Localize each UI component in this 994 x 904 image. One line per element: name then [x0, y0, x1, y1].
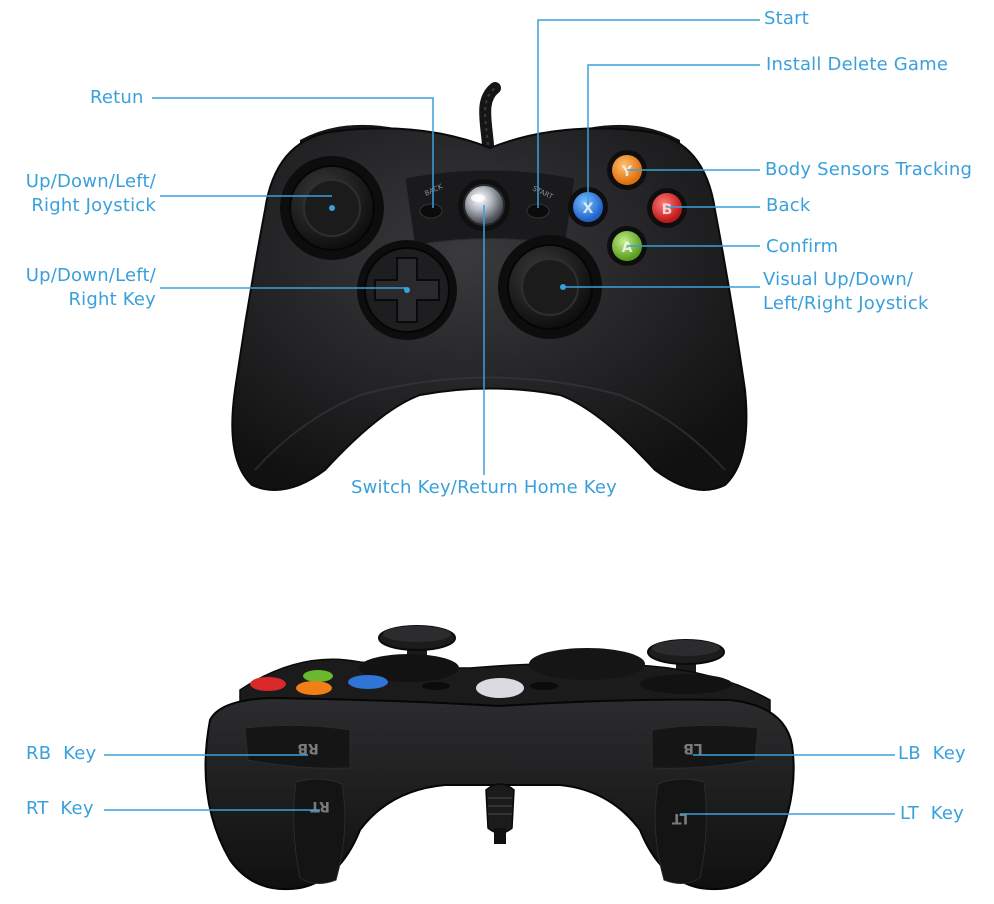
start-leader	[537, 19, 760, 208]
label-install-delete-game: Install Delete Game	[766, 54, 949, 75]
label-rt-key: RT Key	[26, 797, 94, 821]
label-dpad-line2: Right Key	[68, 289, 156, 310]
label-back: Back	[766, 195, 811, 216]
rb-emboss-text: RB	[297, 740, 318, 756]
controller-rear-body	[204, 696, 795, 891]
label-left-joystick: Up/Down/Left/ Right Joystick	[0, 170, 156, 218]
label-left-joystick-line1: Up/Down/Left/	[25, 171, 156, 192]
label-lt-key-text: LT Key	[900, 803, 965, 824]
label-lb-key-text: LB Key	[898, 743, 966, 764]
label-switch-home: Switch Key/Return Home Key	[350, 477, 618, 498]
label-visual-joystick-line2: Left/Right Joystick	[763, 293, 929, 314]
label-visual-joystick: Visual Up/Down/ Left/Right Joystick	[763, 268, 929, 316]
label-left-joystick-line2: Right Joystick	[31, 195, 156, 216]
label-confirm: Confirm	[766, 236, 839, 257]
b-button-text: B	[662, 202, 673, 218]
label-dpad: Up/Down/Left/ Right Key	[0, 264, 156, 312]
a-button-text: A	[622, 240, 633, 256]
label-rb-key-text: RB Key	[26, 743, 97, 764]
cable	[479, 82, 501, 151]
lt-emboss-text: LT	[671, 810, 688, 826]
label-visual-joystick-line1: Visual Up/Down/	[763, 269, 914, 290]
label-start: Start	[764, 8, 809, 29]
install-delete-game-leader	[587, 64, 760, 205]
rt-emboss-text: RT	[310, 798, 330, 814]
label-body-sensors-tracking: Body Sensors Tracking	[765, 159, 973, 180]
label-lb-key: LB Key	[898, 742, 966, 766]
retun-leader	[152, 97, 434, 208]
label-retun: Retun	[90, 87, 144, 108]
label-rt-key-text: RT Key	[26, 798, 94, 819]
label-lt-key: LT Key	[900, 802, 964, 826]
x-button-text: X	[583, 201, 594, 217]
lb-emboss-text: LB	[683, 740, 703, 756]
label-dpad-line1: Up/Down/Left/	[25, 265, 156, 286]
y-button-text: Y	[621, 164, 633, 180]
label-rb-key: RB Key	[26, 742, 96, 766]
